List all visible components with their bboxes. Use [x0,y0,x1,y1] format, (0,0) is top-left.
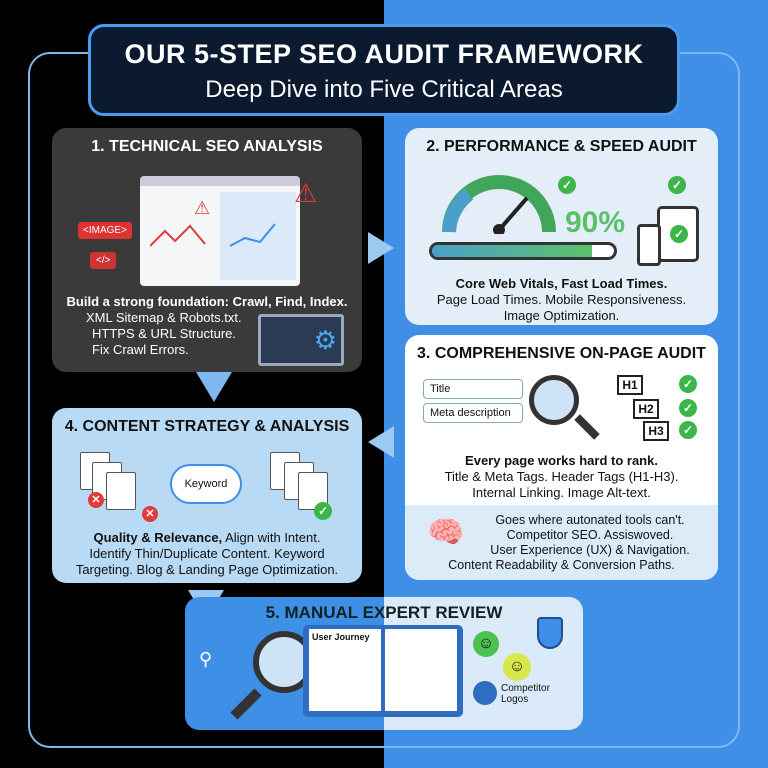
phone-icon [637,224,661,266]
step-content-strategy: 4. CONTENT STRATEGY & ANALYSIS ✕ ✕ Keywo… [52,408,362,583]
journey-label: User Journey [309,629,381,711]
check-icon: ✓ [679,421,697,439]
error-icon: ✕ [88,492,104,508]
h3-box: H3 [643,421,669,441]
expert-line: Goes where autonated tools can't. [495,513,685,527]
magnifier-icon [529,375,579,425]
browser-illustration [140,176,300,286]
step-line: HTTPS & URL Structure. [92,326,236,341]
magnifier-handle [574,414,600,440]
meta-description-tag: Meta description [423,403,523,423]
map-pin-icon: ⚲ [199,649,213,669]
expert-line: User Experience (UX) & Navigation. [490,543,690,557]
page-title: OUR 5-STEP SEO AUDIT FRAMEWORK [124,39,644,69]
step-lead: Core Web Vitals, Fast Load Times. [455,276,668,291]
shield-icon [537,617,563,649]
step-line: Identify Thin/Duplicate Content. Keyword [89,546,325,561]
brain-icon: 🧠 [427,516,465,549]
step-line: Image Optimization. [503,308,620,323]
error-icon: ✕ [142,506,158,522]
expert-note-panel [405,505,718,580]
check-icon: ✓ [679,375,697,393]
title-tag: Title [423,379,523,399]
check-icon: ✓ [679,399,697,417]
check-icon: ✓ [558,176,576,194]
step-lead: Quality & Relevance, Align with Intent. [52,530,362,545]
arrow-left [368,426,394,458]
keyword-cloud: Keyword [170,464,242,504]
image-tag: <IMAGE> [78,222,132,239]
check-icon: ✓ [314,502,332,520]
devices-icon: ✓ [657,206,699,262]
speedometer-icon [442,175,556,234]
title-banner: OUR 5-STEP SEO AUDIT FRAMEWORK Deep Dive… [88,24,680,116]
laptop-gears-icon: ⚙ [258,314,344,366]
magnifier-handle [230,688,262,720]
step-lead: Every page works hard to rank. [465,453,658,468]
competitor-label: Competitor Logos [501,683,550,705]
step-line: Targeting. Blog & Landing Page Optimizat… [75,562,339,577]
h1-box: H1 [617,375,643,395]
arrow-down [196,372,232,402]
h2-box: H2 [633,399,659,419]
warning-icon: ⚠ [294,178,318,208]
score-value: 90% [565,206,626,239]
warning-icon: ⚠ [194,198,211,218]
step-manual-review: 5. MANUAL EXPERT REVIEW ⚲ User Journey ☺… [185,597,583,730]
step-line: Internal Linking. Image Alt-text. [472,485,651,500]
lead-bold: Quality & Relevance, [93,530,223,545]
step-title: 4. CONTENT STRATEGY & ANALYSIS [64,418,350,435]
step-title: 2. PERFORMANCE & SPEED AUDIT [426,138,697,155]
expert-line: Competitor SEO. Assiswoved. [506,528,674,542]
step-line: Fix Crawl Errors. [92,342,189,357]
step-title: 5. MANUAL EXPERT REVIEW [265,603,503,622]
lead-rest: Align with Intent. [222,530,321,545]
competitor-logo-icon [473,681,497,705]
binder-illustration: User Journey [303,625,463,717]
step-line: Title & Meta Tags. Header Tags (H1-H3). [444,469,679,484]
expert-line: Content Readability & Conversion Paths. [448,558,675,572]
step-on-page: 3. COMPREHENSIVE ON-PAGE AUDIT Title Met… [405,335,718,580]
progress-bar [429,242,617,260]
step-technical-seo: 1. TECHNICAL SEO ANALYSIS <IMAGE> </> ⚠ … [52,128,362,372]
step-performance: 2. PERFORMANCE & SPEED AUDIT 90% ✓ ✓ ✓ C… [405,128,718,325]
document-icon [106,472,136,510]
code-tag: </> [90,252,117,269]
step-line: XML Sitemap & Robots.txt. [86,310,242,325]
step-title: 1. TECHNICAL SEO ANALYSIS [91,138,323,155]
step-title: 3. COMPREHENSIVE ON-PAGE AUDIT [417,345,706,362]
step-line: Page Load Times. Mobile Responsiveness. [436,292,687,307]
arrow-right [368,232,394,264]
check-icon: ✓ [668,176,686,194]
happy-face-icon: ☺ [473,631,499,657]
step-lead: Build a strong foundation: Crawl, Find, … [66,294,348,309]
happy-face-icon: ☺ [503,653,531,681]
document-icon [298,472,328,510]
page-subtitle: Deep Dive into Five Critical Areas [205,76,563,103]
